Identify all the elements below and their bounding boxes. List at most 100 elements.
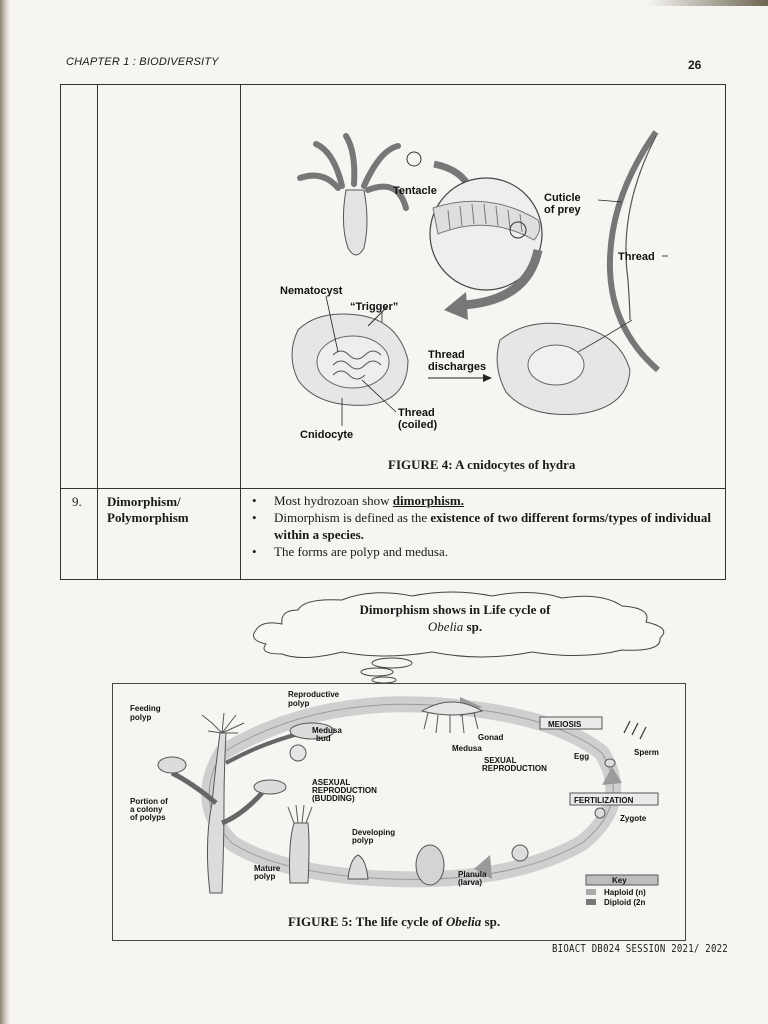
- label-colony: a colony: [130, 805, 163, 814]
- label-cuticle: Cuticle: [544, 192, 581, 204]
- callout-species: Obelia: [427, 619, 464, 634]
- label-key: Key: [612, 876, 627, 885]
- row-number: 9.: [72, 494, 82, 509]
- haploid-swatch: [586, 889, 596, 895]
- diploid-swatch: [586, 899, 596, 905]
- label-gonad: Gonad: [478, 733, 503, 742]
- figure-5-frame: [112, 683, 686, 941]
- label-sexual-reproduction: REPRODUCTION: [482, 764, 547, 773]
- label-medusa: Medusa: [452, 744, 482, 753]
- label-thread-discharges: Thread: [428, 349, 465, 361]
- label-budding: (BUDDING): [312, 794, 355, 803]
- label-developing: Developing: [352, 828, 395, 837]
- label-haploid: Haploid (n): [604, 888, 646, 897]
- planula-larva: [415, 844, 445, 886]
- page-number: 26: [688, 58, 702, 72]
- table-divider: [97, 84, 98, 580]
- label-fertilization: FERTILIZATION: [574, 796, 634, 805]
- bullet-item: The forms are polyp and medusa.: [250, 543, 720, 560]
- caption-species: Obelia: [445, 914, 482, 929]
- leader-line: [361, 379, 397, 413]
- label-egg: Egg: [574, 752, 589, 761]
- caption-prefix: FIGURE 5: The life cycle of: [288, 914, 446, 929]
- label-cnidocyte: Cnidocyte: [300, 429, 353, 441]
- zoom-marker: [406, 151, 422, 167]
- label-tentacle: Tentacle: [393, 185, 437, 197]
- mature-polyp-tentacles: [287, 804, 313, 824]
- figure-4-caption: FIGURE 4: A cnidocytes of hydra: [388, 457, 576, 472]
- row-term-line2: Polymorphism: [107, 510, 189, 525]
- label-asexual: ASEXUAL: [312, 778, 350, 787]
- developing-polyp: [347, 854, 369, 880]
- meiosis-box: [539, 716, 603, 730]
- closeup-arrow: [463, 248, 543, 310]
- bullet-item: Most hydrozoan show dimorphism.: [250, 492, 720, 509]
- medusa-top: [420, 701, 484, 734]
- bullet-emphasis: dimorphism.: [392, 493, 464, 508]
- label-feeding: Feeding: [130, 704, 161, 713]
- caption-suffix: sp.: [481, 914, 501, 929]
- bullet-text: The forms are polyp and medusa.: [274, 544, 449, 559]
- polyp-colony: [157, 712, 335, 894]
- label-thread-coiled: Thread: [398, 407, 435, 419]
- nematocyst-marker: [509, 221, 527, 239]
- bullet-text: Most hydrozoan show: [274, 493, 393, 508]
- thought-cloud: [253, 591, 665, 684]
- cnidocyte-discharged: [496, 319, 633, 415]
- callout-text: Dimorphism shows in Life cycle of Obelia…: [300, 601, 610, 635]
- footer-course-session: BIOACT DB024 SESSION 2021/ 2022: [552, 942, 728, 955]
- table-divider: [60, 488, 726, 489]
- label-cuticle-prey: of prey: [544, 204, 582, 216]
- tentacle-cells: [432, 200, 541, 241]
- discharge-arrowhead: [483, 374, 492, 382]
- scan-corner: [648, 0, 768, 6]
- discharged-thread: [625, 135, 657, 321]
- label-discharges: discharges: [428, 361, 486, 373]
- key-box: [585, 874, 659, 886]
- callout-suffix: sp.: [463, 619, 483, 634]
- label-thread: Thread: [618, 251, 655, 263]
- label-sexual: SEXUAL: [484, 756, 517, 765]
- callout-line2: Obelia sp.: [300, 618, 610, 635]
- zygote-cell: [594, 807, 606, 819]
- label-planula: Planula: [458, 870, 487, 879]
- fertilization-box: [569, 792, 659, 806]
- row-term-line1: Dimorphism/: [107, 494, 181, 509]
- cnidocyte-coiled: [291, 305, 409, 406]
- label-coiled: (coiled): [398, 419, 437, 431]
- label-portion: Portion of: [130, 797, 168, 806]
- label-bud: bud: [316, 734, 331, 743]
- label-feeding-polyp: polyp: [130, 713, 151, 722]
- label-asexual-reproduction: REPRODUCTION: [312, 786, 377, 795]
- chapter-title: CHAPTER 1 : BIODIVERSITY: [66, 56, 219, 68]
- label-larva: (larva): [458, 878, 482, 887]
- label-mature: Mature: [254, 864, 281, 873]
- label-diploid: Diploid (2n: [604, 898, 645, 907]
- scan-shadow: [0, 0, 10, 1024]
- ring-inner: [208, 703, 614, 880]
- embryo-cell: [511, 844, 529, 862]
- label-mature-polyp: polyp: [254, 872, 275, 881]
- label-reproductive: Reproductive: [288, 690, 340, 699]
- dimorphism-bullets: Most hydrozoan show dimorphism. Dimorphi…: [250, 492, 720, 560]
- label-sperm: Sperm: [634, 748, 659, 757]
- prey-cuticle: [606, 130, 660, 373]
- bullet-emphasis: existence of two different forms/types o…: [274, 510, 712, 542]
- figure-4-cnidocyte-diagram: Tentacle Cuticle of prey Thread Nematocy…: [280, 130, 668, 441]
- label-developing-polyp: polyp: [352, 836, 373, 845]
- bullet-item: Dimorphism is defined as the existence o…: [250, 509, 720, 543]
- label-meiosis: MEIOSIS: [548, 720, 582, 729]
- cycle-arrowhead: [602, 767, 622, 785]
- figure-5-caption: FIGURE 5: The life cycle of Obelia sp.: [288, 914, 500, 930]
- callout-line1: Dimorphism shows in Life cycle of: [359, 602, 551, 617]
- figure-5-life-cycle-diagram: Feeding polyp Reproductive polyp Medusa …: [130, 690, 659, 907]
- label-reproductive-polyp: polyp: [288, 699, 309, 708]
- label-of-polyps: of polyps: [130, 813, 166, 822]
- bullet-text: Dimorphism is defined as the: [274, 510, 431, 525]
- hydra-body: [297, 133, 409, 256]
- label-medusa-bud: Medusa: [312, 726, 342, 735]
- leader-line: [325, 295, 339, 353]
- content-table: [60, 84, 726, 580]
- label-zygote: Zygote: [620, 814, 647, 823]
- row-term: Dimorphism/ Polymorphism: [107, 494, 189, 526]
